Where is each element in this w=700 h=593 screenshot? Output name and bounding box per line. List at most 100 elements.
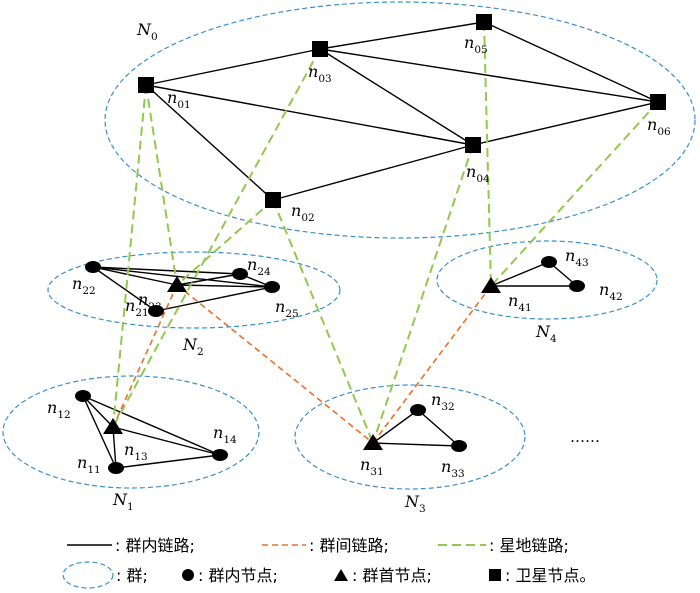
cluster-n4: [436, 240, 658, 320]
node-label-n21-sub: 21: [135, 307, 148, 319]
node-label-n02-sub: 02: [301, 212, 314, 224]
cluster-label-n3-sub: 3: [419, 503, 426, 515]
intra-link-n12-n13: [82, 395, 114, 428]
node-n22-member: [85, 261, 101, 273]
sat-ground-link-n02-n23: [176, 199, 274, 286]
cluster-label-n1-main: N: [112, 490, 128, 509]
node-n13-head: [103, 418, 123, 434]
sat-ground-link-n05-n41: [483, 21, 492, 287]
cluster-label-n0: N0: [136, 20, 158, 43]
node-label-n13-sub: 13: [134, 451, 147, 463]
node-label-n12-sub: 12: [57, 409, 70, 421]
intra-link-n21-n25: [155, 286, 273, 312]
intra-link-n11-n14: [115, 454, 221, 469]
node-label-n25-main: n: [275, 297, 285, 316]
node-label-n25: n25: [275, 297, 299, 320]
node-label-n42-main: n: [599, 280, 609, 299]
cluster-label-n0-sub: 0: [151, 31, 158, 43]
sat-ground-link-n01-n13: [112, 84, 147, 428]
node-label-n23-sub: 23: [148, 301, 161, 313]
intra-link-n01-n02: [145, 84, 274, 201]
cluster-label-n3: N3: [404, 492, 426, 515]
node-label-n41: n41: [508, 291, 532, 314]
node-label-n02: n02: [291, 201, 315, 224]
cluster-label-n4-sub: 4: [550, 333, 557, 345]
node-label-n03-sub: 03: [318, 73, 331, 85]
node-label-n42-sub: 42: [609, 291, 622, 303]
ellipsis-text: ……: [570, 428, 600, 446]
node-n12-member: [75, 390, 91, 402]
node-label-n33-sub: 33: [451, 468, 464, 480]
nodes-layer: [75, 14, 666, 474]
cluster-n2: [47, 251, 341, 329]
node-label-n14: n14: [213, 423, 237, 446]
node-label-n03-main: n: [308, 62, 318, 81]
node-n03-satellite: [312, 41, 328, 57]
cluster-label-n1: N1: [112, 490, 134, 513]
intra-link-n01-n04: [145, 84, 474, 146]
inter-link-n31-n41: [372, 285, 492, 444]
node-label-n41-sub: 41: [518, 302, 531, 314]
node-label-n42: n42: [599, 280, 623, 303]
clusters-layer: [2, 1, 696, 490]
node-n04-satellite: [465, 137, 481, 153]
legend-satellite-label: : 卫星节点。: [505, 566, 595, 585]
intra-link-n12-n14: [82, 395, 221, 456]
node-label-n06-sub: 06: [657, 126, 671, 138]
cluster-label-n2-sub: 2: [197, 346, 204, 358]
node-label-n31-main: n: [360, 455, 370, 474]
sat-ground-link-n02-n31: [272, 199, 374, 444]
node-n42-member: [569, 280, 585, 292]
intra-link-n12-n11: [82, 395, 117, 469]
legend-inter-label: : 群间链路;: [309, 536, 389, 555]
node-label-n24-sub: 24: [257, 266, 271, 278]
intra-link-n41-n43: [490, 261, 550, 287]
node-label-n05-sub: 05: [474, 44, 487, 56]
node-n32-member: [410, 404, 426, 416]
node-n21-member: [148, 305, 164, 317]
legend-sat-label: : 星地链路;: [489, 536, 569, 555]
node-label-n04-sub: 04: [476, 173, 490, 185]
legend-intra-label: : 群内链路;: [115, 536, 195, 555]
intra-link-n04-n06: [472, 101, 659, 146]
intra-link-n23-n24: [176, 273, 241, 286]
intra-link-n01-n03: [145, 48, 321, 86]
node-label-n01-main: n: [167, 88, 177, 107]
node-label-n24: n24: [247, 255, 271, 278]
cluster-label-n4: N4: [535, 322, 557, 345]
legend-member-swatch: [182, 569, 194, 581]
node-n02-satellite: [265, 192, 281, 208]
node-n41-head: [481, 277, 501, 293]
node-n43-member: [541, 256, 557, 268]
node-label-n32-main: n: [431, 390, 441, 409]
node-label-n24-main: n: [247, 255, 257, 274]
legend-cluster-label: : 群;: [116, 566, 148, 585]
node-n31-head: [363, 434, 383, 450]
intra-link-n22-n21: [92, 266, 157, 312]
node-label-n05-main: n: [464, 33, 474, 52]
intra-link-n03-n05: [319, 21, 485, 50]
node-label-n33-main: n: [441, 457, 451, 476]
inter-link-n23-n31: [176, 284, 374, 444]
node-label-n22-sub: 22: [82, 285, 95, 297]
node-label-n04: n04: [466, 162, 490, 185]
node-label-n23-main: n: [138, 290, 148, 309]
cluster-label-n1-sub: 1: [127, 501, 134, 513]
cluster-n1: [2, 375, 260, 489]
intra-link-n22-n23: [92, 266, 178, 286]
node-label-n11-sub: 11: [87, 464, 100, 476]
intra-link-n22-n25: [92, 266, 273, 288]
node-label-n22-main: n: [72, 274, 82, 293]
node-label-n43-main: n: [565, 246, 575, 265]
intra-link-n03-n04: [319, 48, 474, 146]
node-label-n14-sub: 14: [223, 434, 237, 446]
legend-cluster-swatch: [62, 561, 114, 589]
intra-link-n23-n25: [176, 284, 273, 288]
legend-head-swatch: [334, 569, 348, 581]
cluster-label-n2: N2: [182, 335, 204, 358]
intra-link-n31-n32: [372, 409, 419, 444]
node-label-n13-main: n: [124, 440, 134, 459]
sat-ground-link-n03-n13: [112, 48, 321, 428]
node-label-n12-main: n: [47, 398, 57, 417]
